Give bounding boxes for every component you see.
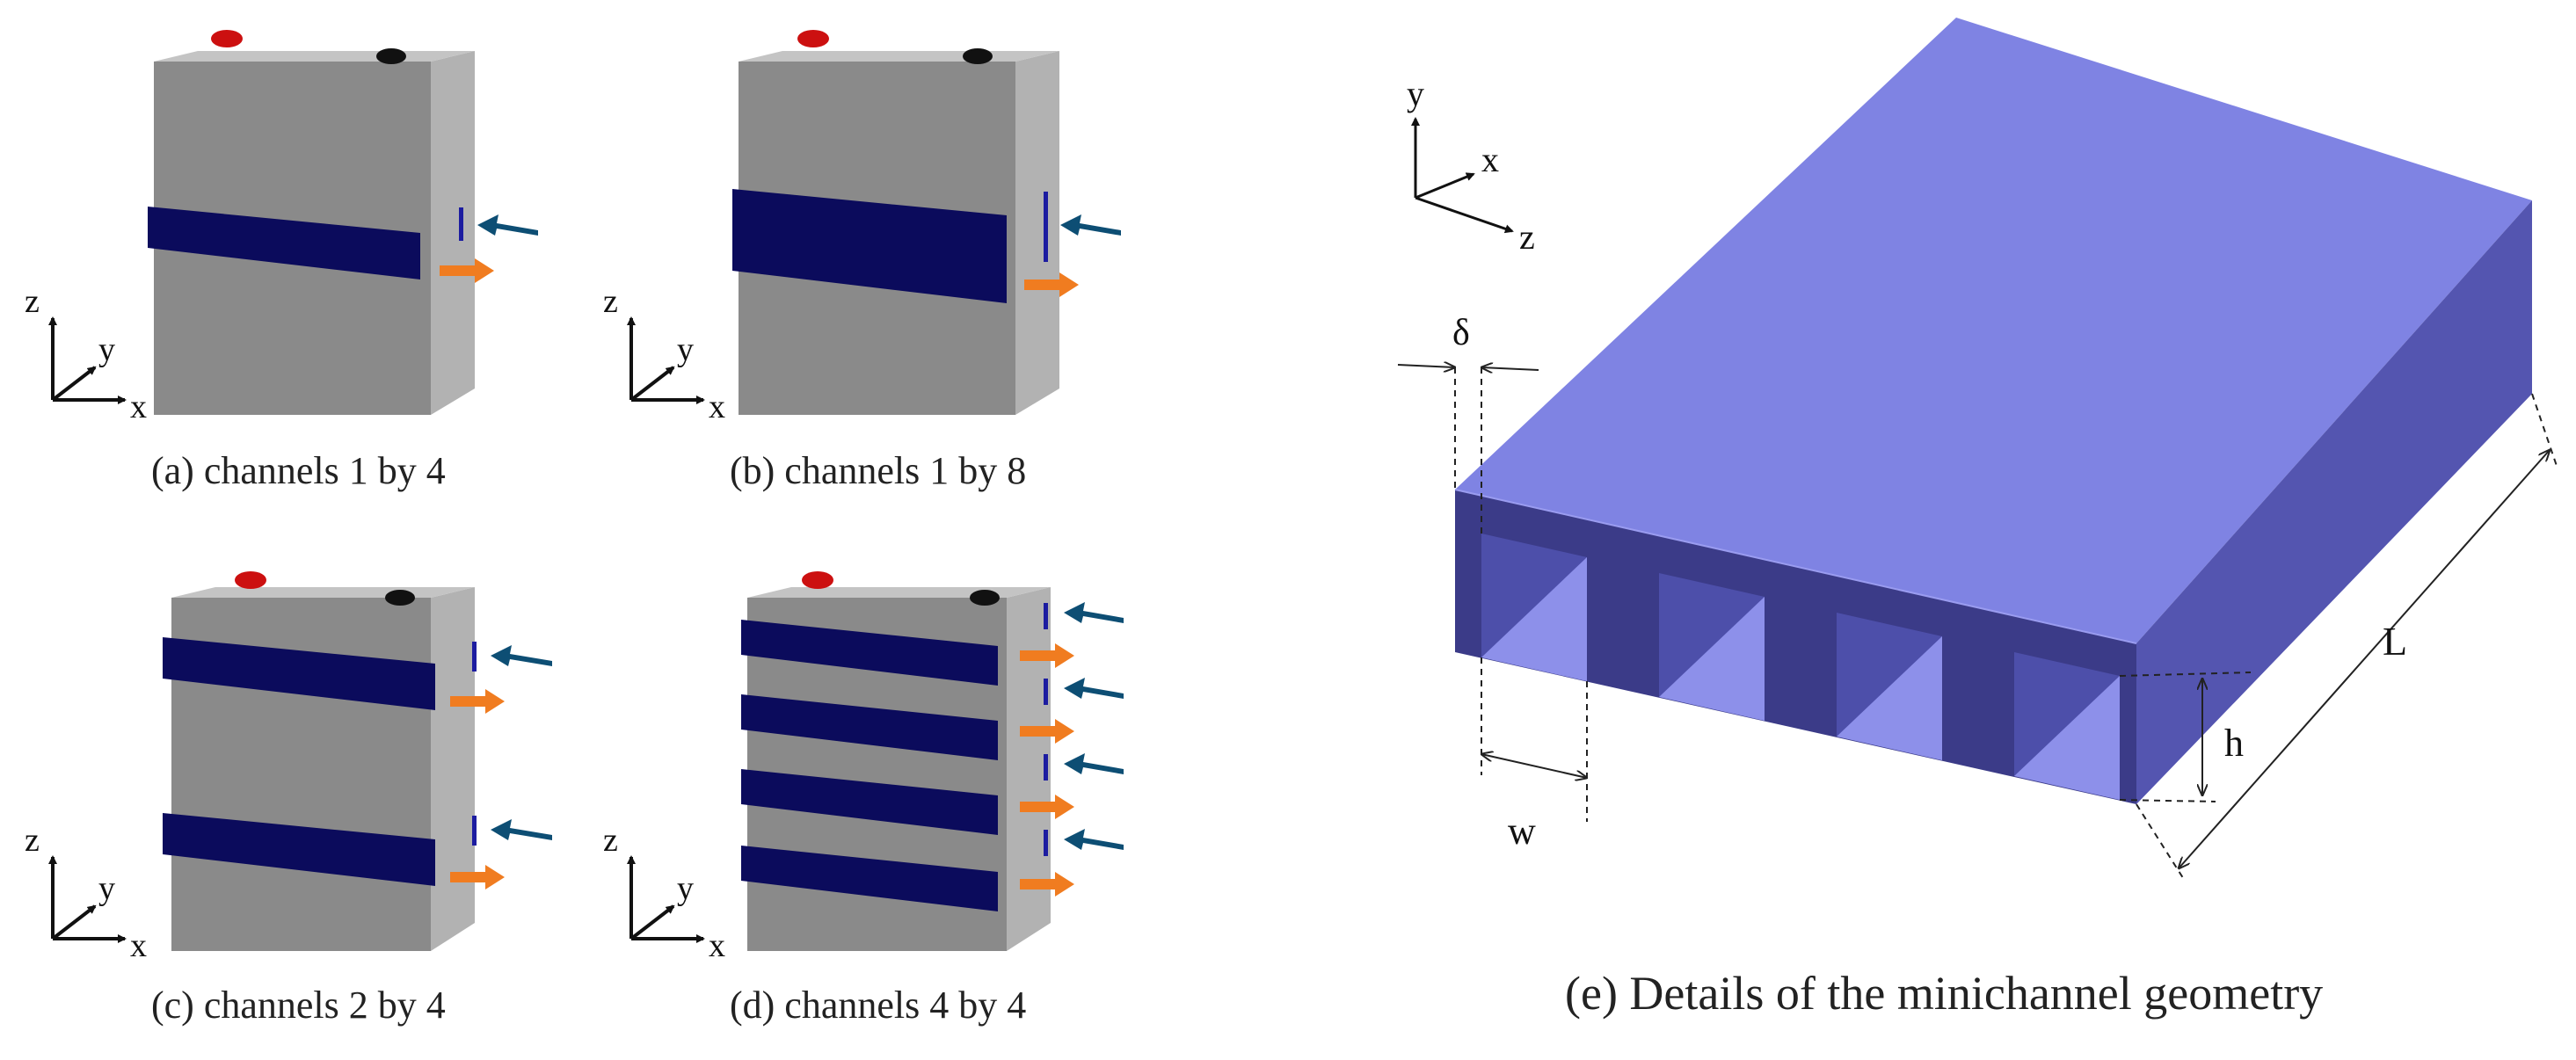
panel-b: z y x (b) channels 1 by 8 bbox=[603, 30, 1121, 492]
battery-side-face bbox=[1007, 587, 1051, 951]
axis-y-label: y bbox=[677, 870, 694, 907]
negative-terminal bbox=[963, 48, 993, 64]
channel-opening bbox=[1837, 613, 1942, 760]
outlet-arrow bbox=[1020, 872, 1074, 897]
inlet-marker bbox=[1044, 679, 1048, 705]
inlet-arrow bbox=[491, 819, 552, 840]
outlet-arrow bbox=[1020, 795, 1074, 819]
inlet-marker bbox=[1044, 754, 1048, 780]
positive-terminal bbox=[797, 30, 829, 47]
outlet-arrow bbox=[1020, 719, 1074, 744]
channel-openings bbox=[1481, 534, 2120, 800]
inlet-arrow bbox=[491, 645, 552, 666]
axis-y-label: y bbox=[677, 331, 694, 368]
channel-block bbox=[148, 207, 420, 280]
outlet-arrow bbox=[440, 258, 494, 283]
channel-opening bbox=[2014, 652, 2120, 800]
axis-triad: z y x bbox=[25, 283, 147, 425]
panel-d-caption: (d) channels 4 by 4 bbox=[730, 984, 1026, 1027]
L-label: L bbox=[2383, 619, 2407, 664]
h-label: h bbox=[2224, 722, 2244, 765]
battery-side-face bbox=[431, 51, 475, 415]
axis-z-label: z bbox=[25, 283, 40, 320]
L-dimension: L bbox=[2136, 393, 2558, 882]
panel-c-caption: (c) channels 2 by 4 bbox=[151, 984, 446, 1027]
battery-top-face bbox=[154, 51, 475, 62]
channel-block bbox=[741, 620, 998, 686]
channel-block bbox=[732, 189, 1007, 303]
inlet-marker bbox=[1044, 830, 1048, 856]
axis-triad: z y x bbox=[603, 283, 725, 425]
w-dimension: w bbox=[1481, 657, 1587, 853]
panel-e-caption: (e) Details of the minichannel geometry bbox=[1565, 967, 2323, 1020]
positive-terminal bbox=[211, 30, 243, 47]
inlet-arrow bbox=[1060, 214, 1121, 236]
delta-dimension: δ bbox=[1397, 313, 1539, 534]
inlet-arrow bbox=[1064, 678, 1124, 699]
positive-terminal bbox=[235, 571, 266, 589]
axis-x-label: x bbox=[130, 388, 147, 425]
axis-triad: y x z bbox=[1407, 74, 1535, 257]
battery-side-face bbox=[1015, 51, 1059, 415]
slab-front-face bbox=[1455, 490, 2136, 804]
axis-z-label: z bbox=[603, 822, 618, 859]
panel-a-caption: (a) channels 1 by 4 bbox=[151, 449, 446, 492]
panel-e: y x z bbox=[1397, 18, 2558, 1020]
panel-d: z y x (d) channels 4 by 4 bbox=[603, 571, 1124, 1027]
outlet-arrow bbox=[1020, 643, 1074, 668]
axis-x-label: x bbox=[130, 927, 147, 964]
outlet-arrow bbox=[1024, 272, 1079, 297]
negative-terminal bbox=[376, 48, 406, 64]
w-label: w bbox=[1508, 810, 1536, 853]
inlet-marker bbox=[472, 642, 477, 672]
outlet-arrow bbox=[450, 689, 505, 714]
panel-c: z y x (c) channels 2 by 4 bbox=[25, 571, 552, 1027]
channel-block bbox=[741, 769, 998, 835]
inlet-marker bbox=[472, 816, 477, 846]
axis-z-label: z bbox=[603, 283, 618, 320]
axis-x-label: x bbox=[709, 388, 725, 425]
positive-terminal bbox=[802, 571, 833, 589]
delta-label: δ bbox=[1452, 313, 1470, 353]
axis-triad: z y x bbox=[25, 822, 147, 964]
inlet-marker bbox=[459, 207, 463, 241]
inlet-arrow bbox=[477, 214, 538, 236]
axis-z-label: z bbox=[1519, 217, 1535, 257]
inlet-marker bbox=[1044, 603, 1048, 629]
axis-x-label: x bbox=[709, 927, 725, 964]
battery-top-face bbox=[171, 587, 475, 598]
channel-opening bbox=[1481, 534, 1587, 681]
channel-block bbox=[163, 813, 435, 886]
battery-side-face bbox=[431, 587, 475, 951]
axis-triad: z y x bbox=[603, 822, 725, 964]
battery-top-face bbox=[747, 587, 1051, 598]
panel-b-caption: (b) channels 1 by 8 bbox=[730, 449, 1026, 492]
panel-a: z y x (a) channels 1 by 4 bbox=[25, 30, 538, 492]
negative-terminal bbox=[385, 590, 415, 606]
negative-terminal bbox=[970, 590, 1000, 606]
axis-y-label: y bbox=[1407, 74, 1424, 113]
inlet-arrow bbox=[1064, 829, 1124, 850]
channel-block bbox=[163, 637, 435, 710]
minichannel-slab bbox=[1454, 18, 2532, 804]
channel-block bbox=[741, 694, 998, 760]
channel-opening bbox=[1659, 573, 1765, 721]
channel-block bbox=[741, 846, 998, 911]
axis-z-label: z bbox=[25, 822, 40, 859]
battery-cell bbox=[171, 571, 475, 951]
inlet-marker bbox=[1044, 192, 1048, 262]
axis-y-label: y bbox=[98, 870, 115, 907]
axis-y-label: y bbox=[98, 331, 115, 368]
axis-x-label: x bbox=[1481, 140, 1499, 179]
battery-top-face bbox=[739, 51, 1059, 62]
inlet-arrow bbox=[1064, 602, 1124, 623]
inlet-arrow bbox=[1064, 753, 1124, 774]
outlet-arrow bbox=[450, 865, 505, 889]
